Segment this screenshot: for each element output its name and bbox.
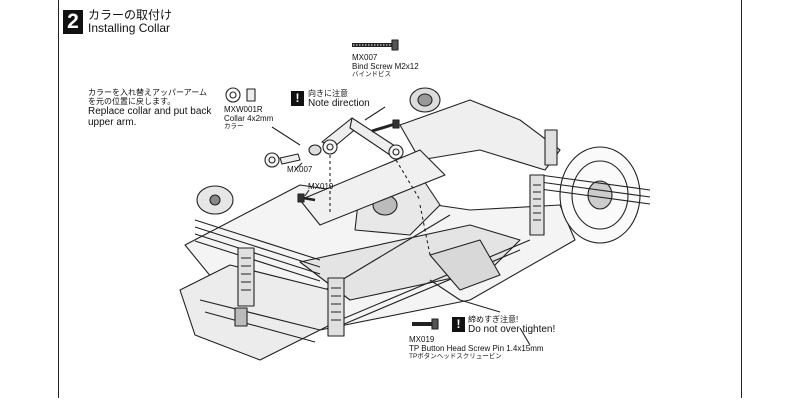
- note-jp-line2: を元の位置に戻します。: [88, 97, 176, 106]
- direction-warning-en: Note direction: [308, 98, 370, 109]
- note-en-line2: upper arm.: [88, 117, 137, 128]
- collar-code: MXW001R: [224, 105, 263, 114]
- note-en-line1: Replace collar and put back: [88, 106, 212, 117]
- warning-icon: !: [291, 91, 304, 106]
- page-frame: [58, 0, 742, 398]
- tighten-warning-jp: 締めすぎ注意!: [468, 315, 519, 324]
- step-title-en: Installing Collar: [88, 21, 171, 35]
- collar-name: Collar 4x2mm: [224, 114, 274, 123]
- bind-screw-code: MX007: [352, 53, 378, 62]
- callout-mx019: MX019: [308, 182, 334, 191]
- callout-mx007: MX007: [287, 165, 313, 174]
- step-number: 2: [63, 10, 83, 34]
- tighten-warning-en: Do not over tighten!: [468, 324, 556, 335]
- warning-icon: !: [452, 317, 465, 332]
- tp-screw-name: TP Button Head Screw Pin 1.4x15mm: [409, 344, 544, 353]
- bind-screw-name: Bind Screw M2x12: [352, 62, 419, 71]
- note-jp-line1: カラーを入れ替えアッパーアーム: [88, 88, 207, 97]
- collar-name-jp: カラー: [224, 123, 244, 130]
- direction-warning-jp: 向きに注意: [308, 89, 348, 98]
- bind-screw-name-jp: バインドビス: [352, 71, 391, 78]
- tp-screw-code: MX019: [409, 335, 435, 344]
- step-title-jp: カラーの取付け: [88, 8, 173, 22]
- tp-screw-name-jp: TPボタンヘッドスクリュービン: [409, 353, 502, 360]
